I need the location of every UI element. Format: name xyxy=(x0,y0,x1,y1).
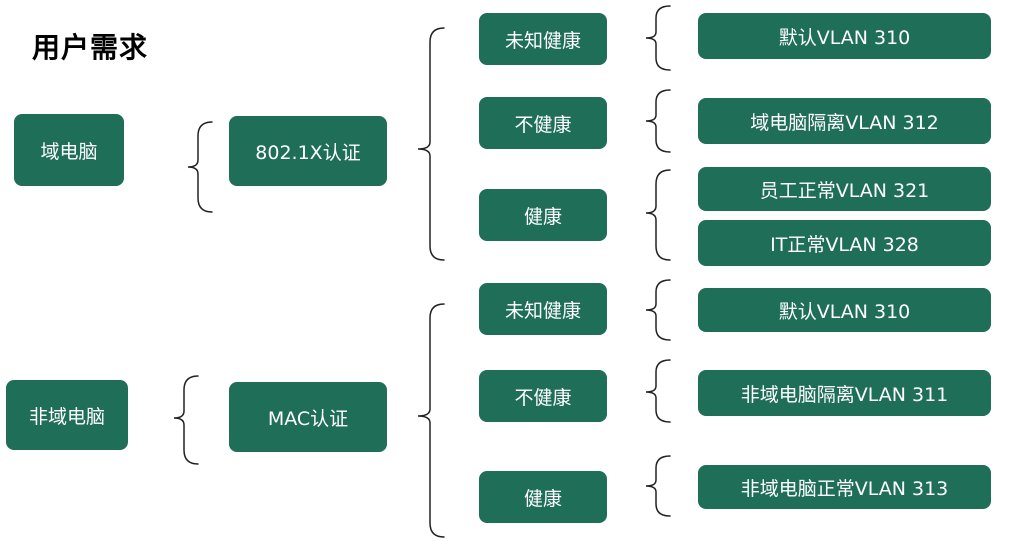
vlan-box-2-3: 非域电脑正常VLAN 313 xyxy=(698,465,991,509)
vlan-box-1-1: 默认VLAN 310 xyxy=(698,13,991,59)
brace-state-2-2 xyxy=(645,359,671,423)
source-box-domain-pc: 域电脑 xyxy=(14,114,124,186)
state-box-unhealthy-1: 不健康 xyxy=(479,97,607,149)
vlan-box-1-3a: 员工正常VLAN 321 xyxy=(698,167,991,211)
vlan-box-2-2: 非域电脑隔离VLAN 311 xyxy=(698,370,991,416)
vlan-box-1-2: 域电脑隔离VLAN 312 xyxy=(698,98,991,144)
brace-state-1-3 xyxy=(645,169,671,261)
page-title: 用户需求 xyxy=(32,31,149,64)
brace-state-1-2 xyxy=(645,89,671,153)
brace-auth-2 xyxy=(417,303,445,538)
state-box-unknown-2: 未知健康 xyxy=(479,283,607,335)
state-box-unknown-1: 未知健康 xyxy=(479,13,607,65)
brace-state-1-1 xyxy=(645,5,671,71)
state-box-healthy-1: 健康 xyxy=(479,189,607,241)
vlan-box-2-1: 默认VLAN 310 xyxy=(698,288,991,332)
state-box-healthy-2: 健康 xyxy=(479,471,607,523)
brace-state-2-1 xyxy=(645,279,671,341)
brace-source-1 xyxy=(187,121,213,213)
vlan-box-1-3b: IT正常VLAN 328 xyxy=(698,220,991,266)
auth-box-mac: MAC认证 xyxy=(229,382,387,452)
state-box-unhealthy-2: 不健康 xyxy=(479,370,607,422)
brace-auth-1 xyxy=(417,27,445,261)
brace-source-2 xyxy=(173,375,199,465)
auth-box-8021x: 802.1X认证 xyxy=(229,116,387,186)
brace-state-2-3 xyxy=(645,455,671,517)
source-box-non-domain-pc: 非域电脑 xyxy=(6,380,128,450)
